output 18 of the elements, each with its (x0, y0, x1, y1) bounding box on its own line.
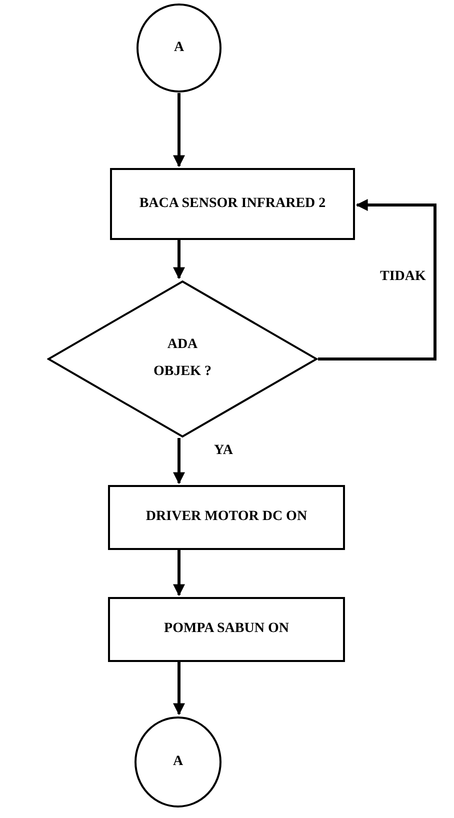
process-box (110, 168, 355, 240)
arrow (173, 93, 185, 168)
process-box (108, 597, 345, 662)
arrow (173, 438, 185, 484)
arrow (173, 550, 185, 596)
arrow (173, 240, 185, 280)
node-text: POMPA SABUN ON (164, 620, 289, 638)
node-text: A (174, 38, 184, 57)
node-text: DRIVER MOTOR DC ON (146, 508, 308, 526)
arrow (318, 199, 436, 360)
node-text: ADA OBJEK ? (152, 336, 212, 381)
arrow (173, 662, 185, 716)
connector-circle (136, 3, 222, 93)
decision-diamond (47, 280, 318, 438)
connector-circle (134, 716, 222, 808)
node-text: A (172, 752, 184, 771)
node-text: BACA SENSOR INFRARED 2 (139, 194, 326, 213)
process-box (108, 485, 345, 550)
